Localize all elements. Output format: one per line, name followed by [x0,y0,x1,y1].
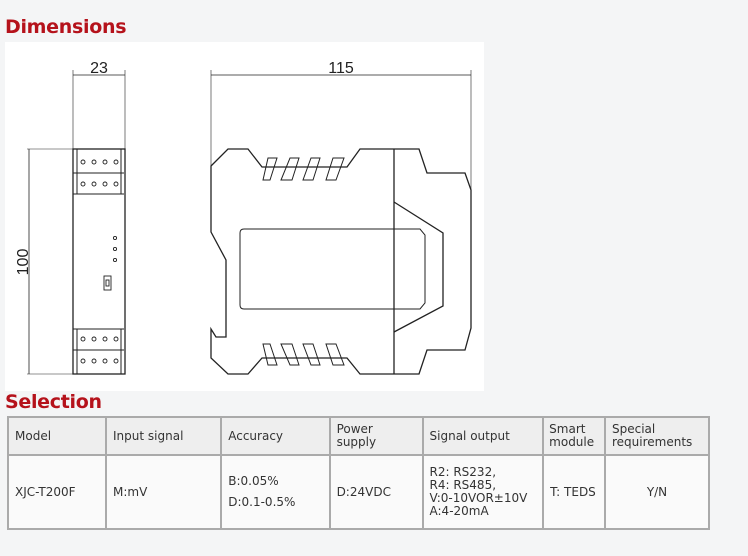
header-special-text: Special requirements [612,422,693,449]
output-a: A:4-20mA [429,504,489,518]
dimension-drawing: 23 100 115 [5,42,484,391]
output-v: V:0-10VOR±10V [429,491,528,505]
output-r2: R2: RS232, [429,465,497,479]
side-view: 23 100 [15,60,126,375]
height-label: 100 [15,249,32,276]
cell-power: D:24VDC [328,454,424,530]
accuracy-b: B:0.05% [228,474,279,488]
width-front-label: 115 [328,60,354,77]
dimensions-heading: Dimensions [5,16,127,38]
header-power-supply: Power supply [328,416,424,456]
output-r4: R4: RS485, [429,478,497,492]
width-side-label: 23 [90,60,108,77]
cell-smart: T: TEDS [542,454,606,530]
header-model: Model [6,416,108,456]
cell-input: M:mV [105,454,223,530]
cell-output: R2: RS232, R4: RS485, V:0-10VOR±10V A:4-… [421,454,545,530]
header-special-requirements: Special requirements [604,416,710,456]
header-power-supply-text: Power supply [336,422,377,449]
header-accuracy: Accuracy [220,416,331,456]
header-smart-module: Smart module [542,416,606,456]
accuracy-d: D:0.1-0.5% [228,495,296,509]
cell-accuracy: B:0.05% D:0.1-0.5% [220,454,331,530]
header-smart-module-text: Smart module [549,422,595,449]
cell-special: Y/N [604,454,710,530]
selection-heading: Selection [5,391,102,413]
header-signal-output: Signal output [421,416,545,456]
table-header-row: Model Input signal Accuracy Power supply… [6,416,710,456]
cell-model: XJC-T200F [6,454,108,530]
front-view: 115 [210,60,472,375]
header-input-signal: Input signal [105,416,223,456]
selection-table: Model Input signal Accuracy Power supply… [6,416,710,530]
table-row: XJC-T200F M:mV B:0.05% D:0.1-0.5% D:24VD… [6,454,710,530]
